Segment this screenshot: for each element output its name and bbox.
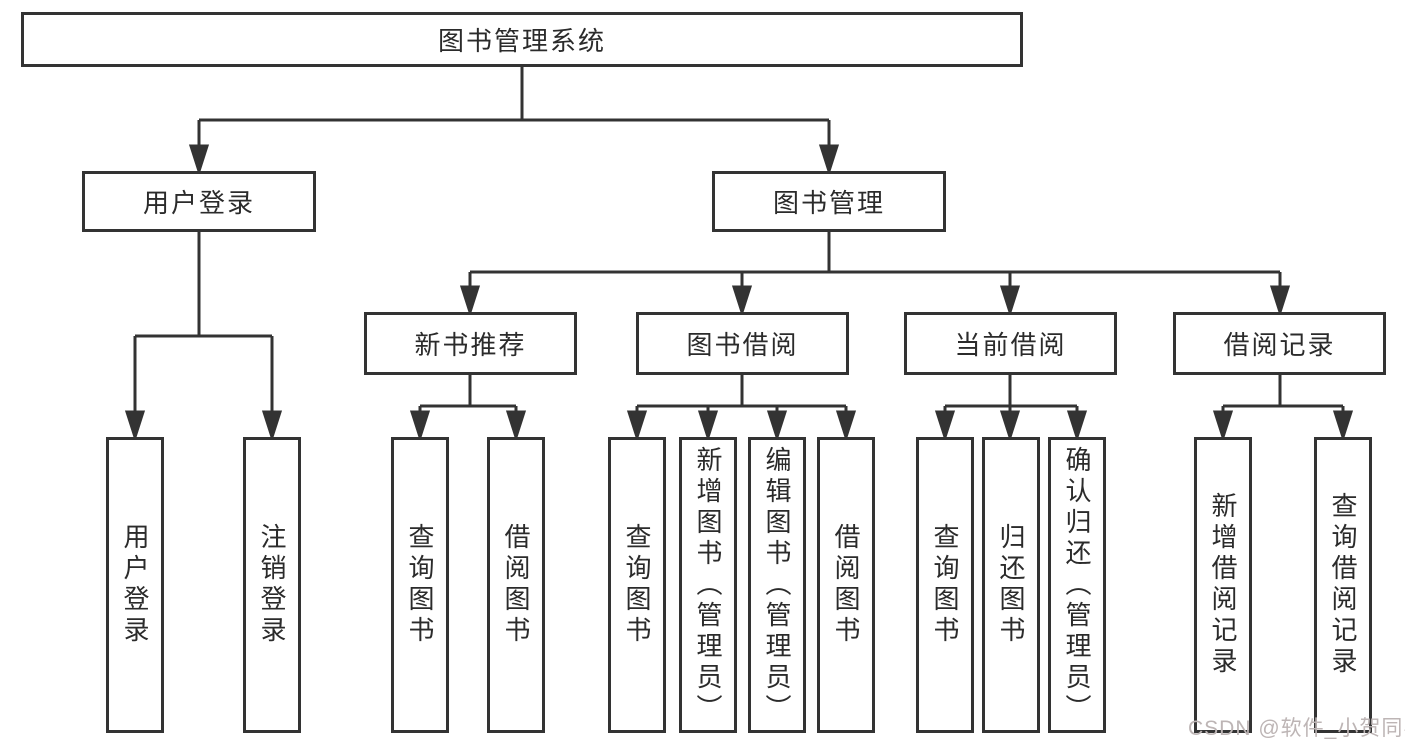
node-book-borrow-label: 图书借阅 — [686, 330, 799, 360]
leaf-user-login: 用户登录 — [106, 437, 164, 733]
node-new-book-rec-label: 新书推荐 — [414, 330, 527, 360]
node-user-login: 用户登录 — [82, 171, 316, 232]
leaf-br-query-record-label: 查询借阅记录 — [1328, 492, 1358, 678]
leaf-logout: 注销登录 — [243, 437, 301, 733]
node-borrow-records: 借阅记录 — [1173, 312, 1386, 375]
leaf-bb-query-books: 查询图书 — [608, 437, 666, 733]
leaf-bb-edit-books: 编辑图书（管理员） — [748, 437, 806, 733]
leaf-br-query-record: 查询借阅记录 — [1314, 437, 1372, 733]
leaf-bb-edit-books-label: 编辑图书（管理员） — [762, 445, 792, 725]
node-root-label: 图书管理系统 — [437, 26, 606, 56]
node-current-borrow: 当前借阅 — [904, 312, 1117, 375]
leaf-bb-add-books: 新增图书（管理员） — [679, 437, 737, 733]
node-root: 图书管理系统 — [21, 12, 1023, 67]
leaf-cb-return-books: 归还图书 — [982, 437, 1040, 733]
wire-book-mgmt-to-level3 — [459, 232, 1291, 317]
leaf-cb-confirm-return-label: 确认归还（管理员） — [1062, 445, 1092, 725]
node-book-mgmt-label: 图书管理 — [772, 188, 885, 218]
leaf-cb-query-books-label: 查询图书 — [930, 523, 960, 647]
leaf-nb-query-books-label: 查询图书 — [405, 523, 435, 647]
wire-new-book-children — [409, 375, 527, 442]
wire-book-borrow-children — [626, 375, 857, 442]
leaf-bb-query-books-label: 查询图书 — [622, 523, 652, 647]
node-book-mgmt: 图书管理 — [712, 171, 946, 232]
node-new-book-rec: 新书推荐 — [364, 312, 577, 375]
wire-user-login-children — [124, 232, 283, 442]
leaf-br-add-record-label: 新增借阅记录 — [1208, 492, 1238, 678]
leaf-cb-return-books-label: 归还图书 — [996, 523, 1026, 647]
leaf-br-add-record: 新增借阅记录 — [1194, 437, 1252, 733]
leaf-nb-query-books: 查询图书 — [391, 437, 449, 733]
leaf-nb-borrow-books: 借阅图书 — [487, 437, 545, 733]
node-current-borrow-label: 当前借阅 — [954, 330, 1067, 360]
leaf-cb-confirm-return: 确认归还（管理员） — [1048, 437, 1106, 733]
node-book-borrow: 图书借阅 — [636, 312, 849, 375]
leaf-bb-borrow-books-label: 借阅图书 — [831, 523, 861, 647]
leaf-logout-label: 注销登录 — [257, 523, 287, 647]
wire-current-borrow-children — [934, 375, 1088, 442]
leaf-nb-borrow-books-label: 借阅图书 — [501, 523, 531, 647]
leaf-bb-add-books-label: 新增图书（管理员） — [693, 445, 723, 725]
watermark: CSDN @软件_小贺同学 — [1188, 717, 1405, 740]
leaf-user-login-label: 用户登录 — [120, 523, 150, 647]
node-user-login-label: 用户登录 — [142, 188, 255, 218]
leaf-cb-query-books: 查询图书 — [916, 437, 974, 733]
wire-root-to-level2 — [188, 66, 840, 176]
leaf-bb-borrow-books: 借阅图书 — [817, 437, 875, 733]
wire-borrow-records-children — [1212, 375, 1354, 442]
node-borrow-records-label: 借阅记录 — [1223, 330, 1336, 360]
